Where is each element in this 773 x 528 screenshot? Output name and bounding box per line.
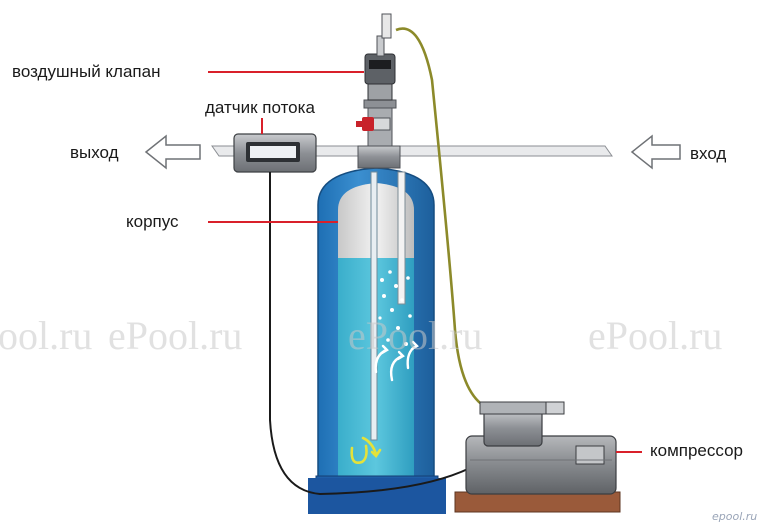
air-valve bbox=[364, 13, 396, 101]
watermark: ePool.ru bbox=[0, 313, 93, 358]
label-housing: корпус bbox=[126, 212, 179, 231]
leader-lines bbox=[208, 71, 642, 453]
sensor-cable bbox=[269, 172, 471, 496]
air-tube bbox=[397, 171, 406, 305]
watermark: ePool.ru bbox=[108, 313, 243, 358]
air-hose bbox=[395, 27, 485, 408]
label-compressor: компрессор bbox=[650, 441, 743, 460]
watermark: ePool.ru bbox=[348, 313, 483, 358]
label-flow-sensor: датчик потока bbox=[205, 98, 315, 117]
label-outlet: выход bbox=[70, 143, 119, 162]
compressor bbox=[454, 401, 621, 513]
valve-handle bbox=[356, 117, 374, 131]
label-air-valve: воздушный клапан bbox=[12, 62, 161, 81]
label-inlet: вход bbox=[690, 144, 727, 163]
inlet-arrow bbox=[630, 134, 681, 170]
watermark: ePool.ru bbox=[588, 313, 723, 358]
outlet-arrow bbox=[144, 134, 201, 170]
riser-tube bbox=[370, 171, 378, 441]
flow-sensor bbox=[233, 133, 317, 173]
control-head bbox=[357, 99, 401, 169]
watermark-small: epool.ru bbox=[712, 510, 758, 523]
air-bubbles bbox=[378, 270, 412, 346]
flow-arrows bbox=[374, 340, 419, 382]
inlet-arrow-yellow bbox=[350, 436, 382, 464]
